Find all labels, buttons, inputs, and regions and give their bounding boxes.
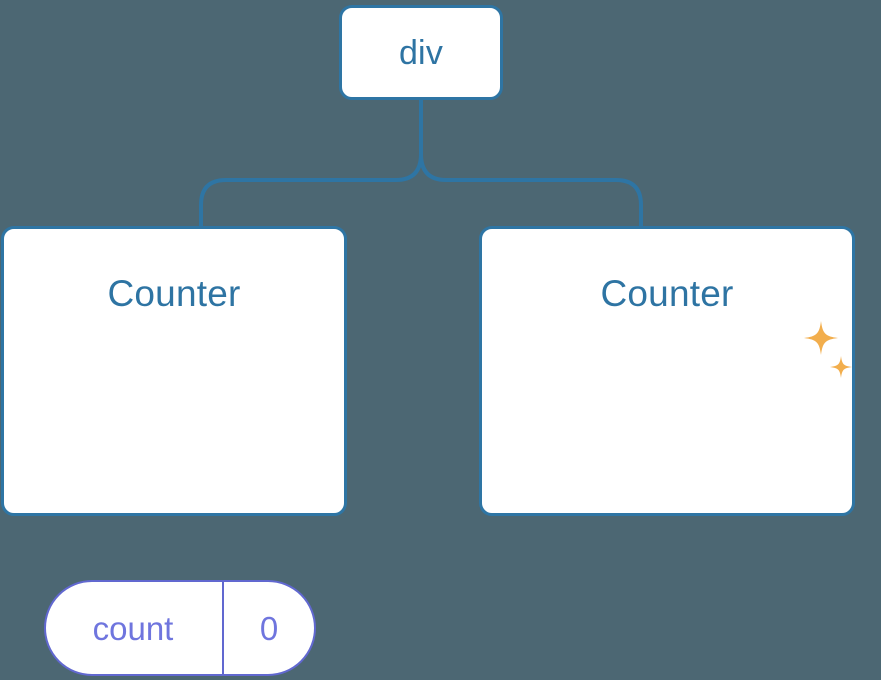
state-pill-count[interactable]: count 0 [44,580,316,676]
component-card-counter-right[interactable]: Counter count 1 [479,226,855,516]
state-key-label: count [46,582,224,674]
component-title: Counter [107,273,241,314]
component-title: Counter [600,273,734,314]
diagram-canvas: div Counter count 0 Counter count 1 [1,5,855,676]
component-card-counter-left[interactable]: Counter count 0 [1,226,347,676]
node-root-label: div [398,33,444,72]
node-root-div[interactable]: div [339,5,503,100]
state-value-label: 0 [259,609,279,647]
